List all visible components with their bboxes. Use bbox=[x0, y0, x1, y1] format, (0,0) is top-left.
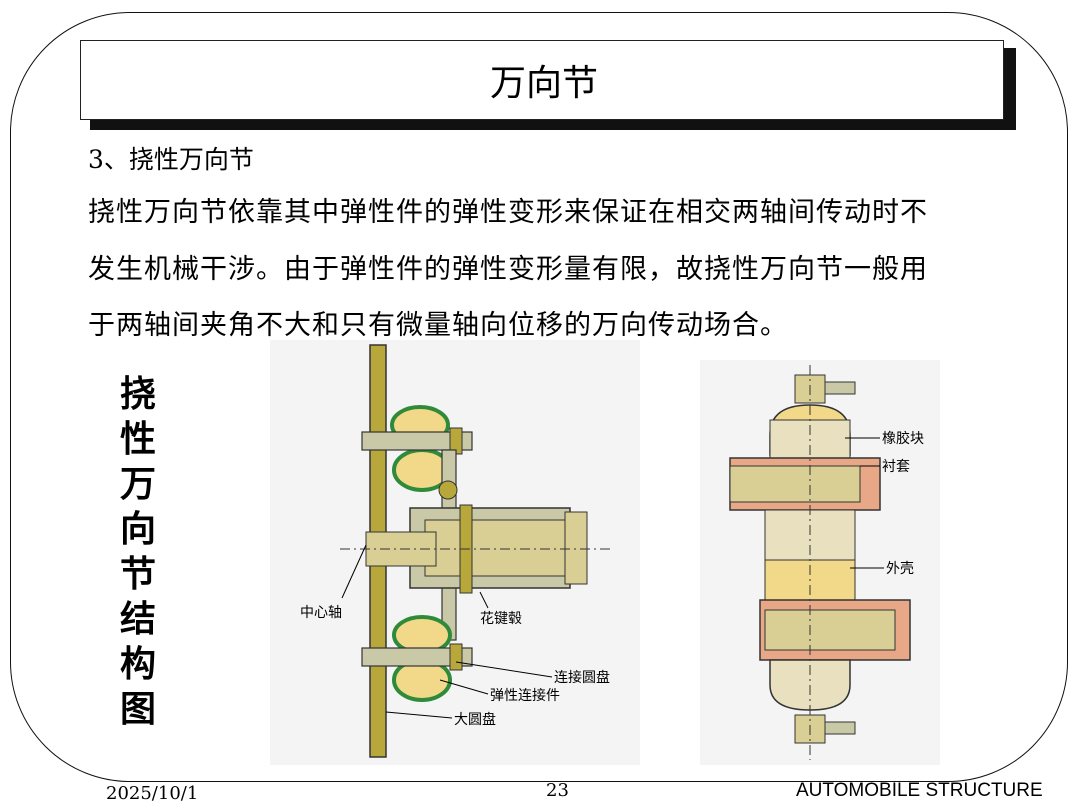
section-heading: 3、挠性万向节 bbox=[88, 145, 254, 174]
vertical-title-char: 结 bbox=[119, 599, 156, 640]
leader-spline-hub bbox=[479, 591, 489, 609]
label-connecting-disc: 连接圆盘 bbox=[554, 669, 610, 686]
upper-bushing-core bbox=[729, 465, 861, 503]
hub-end bbox=[564, 511, 588, 585]
vertical-title-char: 向 bbox=[119, 509, 156, 550]
leader-large-disc bbox=[385, 711, 453, 719]
leader-elastic-connector bbox=[439, 679, 489, 695]
vertical-title-char: 节 bbox=[119, 554, 156, 595]
label-shell: 外壳 bbox=[886, 560, 914, 577]
footer-date: 2025/10/1 bbox=[106, 783, 199, 804]
upper-bolt bbox=[361, 431, 473, 451]
rubber-block-coupling-diagram: 橡胶块 衬套 外壳 bbox=[700, 360, 940, 765]
top-bolt-shank bbox=[824, 381, 856, 395]
body-line-2: 发生机械干涉。由于弹性件的弹性变形量有限，故挠性万向节一般用 bbox=[88, 254, 928, 285]
leader-connecting-disc bbox=[455, 661, 553, 678]
upper-small-bolt bbox=[438, 480, 458, 500]
vertical-figure-title: 挠 性 万 向 节 结 构 图 bbox=[112, 372, 164, 732]
vertical-title-char: 构 bbox=[119, 644, 156, 685]
label-center-shaft: 中心轴 bbox=[300, 605, 342, 621]
flexible-joint-section-diagram: 中心轴 花键毂 连接圆盘 弹性连接件 大圆盘 bbox=[270, 340, 640, 765]
body-line-3: 于两轴间夹角不大和只有微量轴向位移的万向传动场合。 bbox=[88, 310, 788, 341]
lower-nut bbox=[449, 643, 463, 671]
spline-hub-inner bbox=[424, 519, 566, 577]
bottom-bolt-shank bbox=[824, 721, 856, 735]
page-number: 23 bbox=[546, 780, 569, 801]
label-rubber-block: 橡胶块 bbox=[882, 430, 924, 447]
leader-center-shaft bbox=[341, 544, 367, 599]
title-box: 万向节 bbox=[80, 40, 1004, 120]
vertical-title-char: 性 bbox=[119, 419, 156, 460]
vertical-title-char: 万 bbox=[119, 464, 156, 505]
label-spline-hub: 花键毂 bbox=[480, 611, 522, 627]
slide-frame bbox=[10, 12, 1068, 782]
label-elastic-connector: 弹性连接件 bbox=[490, 687, 560, 704]
footer-course-name: AUTOMOBILE STRUCTURE bbox=[796, 780, 1043, 801]
slide-title: 万向节 bbox=[489, 63, 598, 104]
label-bushing: 衬套 bbox=[882, 459, 910, 475]
vertical-title-char: 挠 bbox=[119, 374, 156, 415]
lower-bushing-core bbox=[764, 609, 896, 651]
vertical-title-char: 图 bbox=[119, 689, 156, 730]
label-large-disc: 大圆盘 bbox=[454, 711, 496, 728]
body-line-1: 挠性万向节依靠其中弹性件的弹性变形来保证在相交两轴间传动时不 bbox=[88, 197, 928, 228]
lower-bolt bbox=[361, 647, 473, 667]
